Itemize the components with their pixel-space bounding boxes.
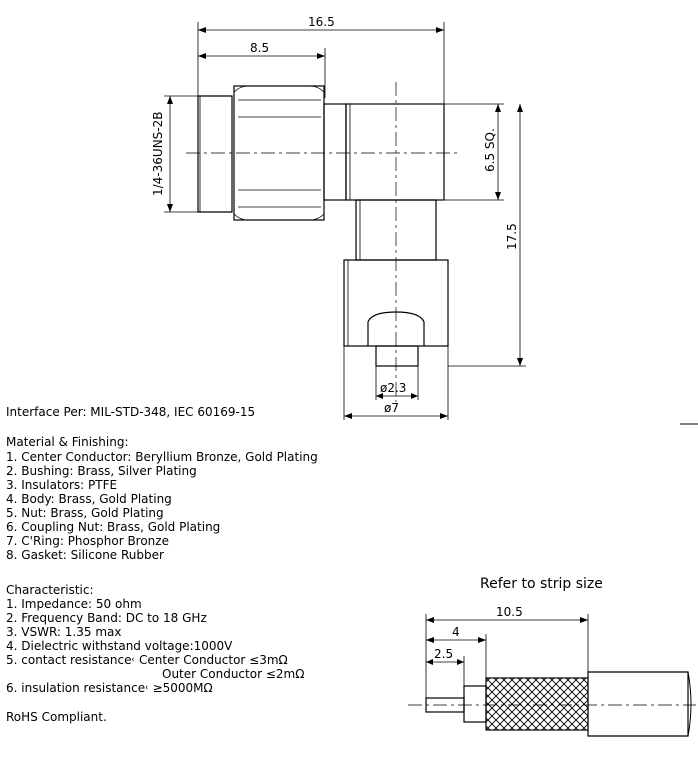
characteristic-item: 5. contact resistance˓ Center Conductor … — [6, 653, 288, 667]
material-item: 4. Body: Brass, Gold Plating — [6, 492, 172, 506]
material-item: 8. Gasket: Silicone Rubber — [6, 548, 164, 562]
dim-nut-length: 8.5 — [250, 41, 269, 55]
dim-thread: 1/4-36UNS-2B — [151, 112, 165, 197]
dim-overall-length: 16.5 — [308, 15, 335, 29]
characteristic-item: 4. Dielectric withstand voltage:1000V — [6, 639, 233, 653]
interface-standard: Interface Per: MIL-STD-348, IEC 60169-15 — [6, 405, 256, 419]
dim-pin-diameter: ø2.3 — [380, 381, 406, 395]
characteristic-item: 3. VSWR: 1.35 max — [6, 625, 122, 639]
material-item: 6. Coupling Nut: Brass, Gold Plating — [6, 520, 221, 534]
characteristic-item: Outer Conductor ≤2mΩ — [162, 667, 305, 681]
characteristic-item: 6. insulation resistance˓ ≥5000MΩ — [6, 681, 213, 695]
dim-body-square: 6.5 SQ. — [483, 128, 497, 172]
dim-height: 17.5 — [505, 223, 519, 250]
strip-dim-pin: 2.5 — [434, 647, 453, 661]
strip-dim-braid: 4 — [452, 625, 460, 639]
material-item: 3. Insulators: PTFE — [6, 478, 118, 492]
material-item: 7. C'Ring: Phosphor Bronze — [6, 534, 169, 548]
rohs-note: RoHS Compliant. — [6, 710, 107, 724]
material-item: 1. Center Conductor: Beryllium Bronze, G… — [6, 450, 318, 464]
strip-dim-total: 10.5 — [496, 605, 523, 619]
materials-heading: Material & Finishing: — [6, 435, 129, 449]
material-item: 2. Bushing: Brass, Silver Plating — [6, 464, 197, 478]
characteristic-item: 2. Frequency Band: DC to 18 GHz — [6, 611, 207, 625]
dim-shell-diameter: ø7 — [384, 401, 399, 415]
material-item: 5. Nut: Brass, Gold Plating — [6, 506, 164, 520]
strip-title: Refer to strip size — [480, 576, 603, 592]
characteristic-item: 1. Impedance: 50 ohm — [6, 597, 142, 611]
characteristics-heading: Characteristic: — [6, 583, 94, 597]
